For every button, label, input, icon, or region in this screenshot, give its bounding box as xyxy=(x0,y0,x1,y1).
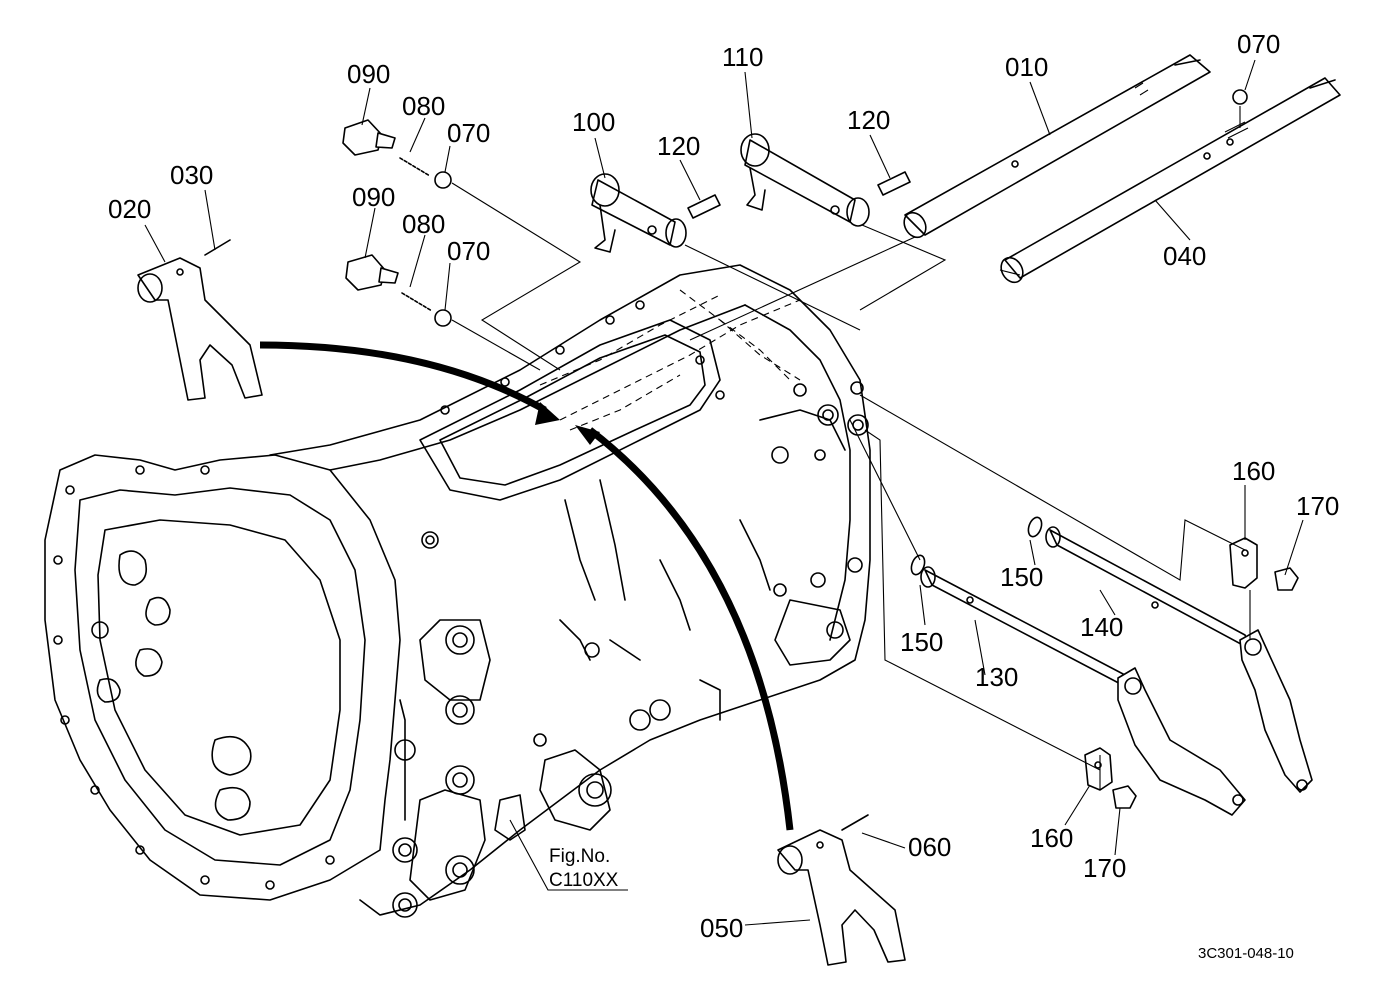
phantom-lines xyxy=(539,289,801,431)
stopper-plate-160-upper xyxy=(1229,537,1258,589)
fig-no-value: C110XX xyxy=(549,870,619,891)
label-110: 110 xyxy=(722,42,763,72)
shift-rod-010 xyxy=(903,54,1211,239)
figure-reference: Fig.No. C110XX xyxy=(549,846,619,891)
label-090-upper: 090 xyxy=(347,59,390,89)
label-150-right: 150 xyxy=(1000,562,1043,592)
ball-070-right xyxy=(1232,89,1248,105)
label-020: 020 xyxy=(108,194,151,224)
label-160-upper: 160 xyxy=(1232,456,1275,486)
bolt-170-lower xyxy=(1112,785,1137,809)
label-120-right: 120 xyxy=(847,105,890,135)
shift-sleeve-110 xyxy=(740,133,870,227)
label-070-lower: 070 xyxy=(447,236,490,266)
o-rings-150 xyxy=(910,516,1043,576)
label-060: 060 xyxy=(908,832,951,862)
label-010: 010 xyxy=(1005,52,1048,82)
shift-fork-050 xyxy=(777,814,906,966)
leader-lines xyxy=(144,59,1304,926)
label-030: 030 xyxy=(170,160,213,190)
detent-plug-upper xyxy=(342,119,452,189)
label-070-upper: 070 xyxy=(447,118,490,148)
callout-labels: 010 020 030 040 050 060 070 070 070 080 … xyxy=(108,29,1339,943)
fig-no-label: Fig.No. xyxy=(549,846,610,867)
label-080-upper: 080 xyxy=(402,91,445,121)
transmission-case xyxy=(44,264,871,918)
spring-pins-120 xyxy=(687,171,911,219)
shift-sleeve-100 xyxy=(590,173,687,253)
label-040: 040 xyxy=(1163,241,1206,271)
label-080-lower: 080 xyxy=(402,209,445,239)
shift-fork-020 xyxy=(137,239,263,401)
label-100: 100 xyxy=(572,107,615,137)
shift-rod-040 xyxy=(1000,77,1341,284)
label-140: 140 xyxy=(1080,612,1123,642)
label-120-left: 120 xyxy=(657,131,700,161)
drawing-number: 3C301-048-10 xyxy=(1198,945,1294,962)
label-070-right: 070 xyxy=(1237,29,1280,59)
label-160-lower: 160 xyxy=(1030,823,1073,853)
label-170-upper: 170 xyxy=(1296,491,1339,521)
label-090-lower: 090 xyxy=(352,182,395,212)
lever-shaft-140 xyxy=(1045,526,1313,793)
detent-plug-lower xyxy=(345,254,452,327)
label-130: 130 xyxy=(975,662,1018,692)
fork-position-arrows xyxy=(259,341,794,831)
assembly-lines xyxy=(451,106,1251,891)
label-170-lower: 170 xyxy=(1083,853,1126,883)
label-050: 050 xyxy=(700,913,743,943)
label-150-left: 150 xyxy=(900,627,943,657)
lever-shaft-130 xyxy=(920,566,1246,816)
